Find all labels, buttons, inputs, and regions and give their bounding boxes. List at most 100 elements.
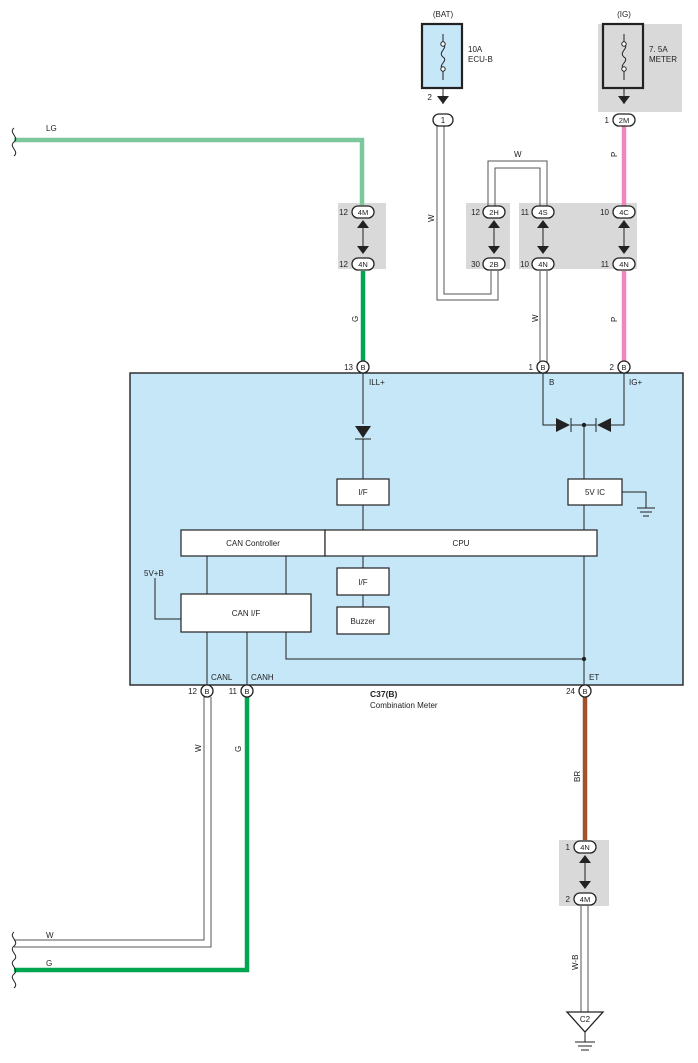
block-buzzer-label: Buzzer <box>351 617 376 626</box>
connector-ig-pin: 1 <box>605 116 610 125</box>
wire-label-p-top: P <box>610 152 619 157</box>
block-can-if-label: CAN I/F <box>232 609 261 618</box>
meter-internal-lines <box>154 373 655 685</box>
meter-pin-canh-num: 11 <box>229 687 238 696</box>
j5-bot-pin: 2 <box>566 895 571 904</box>
fuse-ecu-b: (BAT) 10A ECU-B <box>420 10 493 90</box>
j5-top-conn: 4N <box>580 843 590 852</box>
junction-j3: 4S 11 4N 10 <box>520 205 555 271</box>
junction-j2: 2H 12 2B 30 <box>471 205 506 271</box>
meter-pin-et-num: 24 <box>566 687 575 696</box>
j3-bot-conn: 4N <box>538 260 548 269</box>
j2-bot-conn: 2B <box>489 260 498 269</box>
meter-pin-canh-conn: B <box>244 687 249 696</box>
connector-ig-label: 2M <box>619 116 629 125</box>
wire-label-br: BR <box>573 771 582 782</box>
meter-pin-ill-conn: B <box>360 363 365 372</box>
wire-break-lg <box>11 127 17 157</box>
ground-label: C2 <box>580 1015 591 1024</box>
wire-break-w <box>11 931 17 961</box>
wire-label-g-out: G <box>46 959 52 968</box>
block-5v-ic-label: 5V IC <box>585 488 605 497</box>
meter-name: Combination Meter <box>370 701 438 710</box>
j2-top-pin: 12 <box>471 208 480 217</box>
meter-pin-b-conn: B <box>540 363 545 372</box>
meter-pin-ill-label: ILL+ <box>369 378 385 387</box>
j4-top-conn: 4C <box>619 208 629 217</box>
meter-pin-ill-num: 13 <box>344 363 353 372</box>
fuse-bat-source-label: (BAT) <box>433 10 454 19</box>
wire-label-w-mid: W <box>531 314 540 322</box>
meter-pin-b-num: 1 <box>529 363 534 372</box>
block-if-mid-label: I/F <box>358 578 367 587</box>
label-5v-b: 5V+B <box>144 569 164 578</box>
wire-label-g-top: G <box>351 316 360 322</box>
block-cpu: CPU <box>324 529 598 557</box>
meter-pin-ig-conn: B <box>621 363 626 372</box>
j2-top-conn: 2H <box>489 208 499 217</box>
meter-pin-canl: B 12 CANL <box>188 673 233 698</box>
block-cpu-label: CPU <box>453 539 470 548</box>
meter-code: C37(B) <box>370 689 398 699</box>
j1-top-conn: 4M <box>358 208 368 217</box>
wire-label-lg: LG <box>46 124 57 133</box>
block-can-controller: CAN Controller <box>180 529 326 557</box>
block-if-mid: I/F <box>336 567 390 596</box>
wire-w-bottom <box>14 697 212 948</box>
block-if-top: I/F <box>336 478 390 506</box>
wire-label-w-top: W <box>514 150 522 159</box>
j5-top-pin: 1 <box>566 843 571 852</box>
meter-pin-ig-num: 2 <box>610 363 615 372</box>
junction-j5: 4N 1 4M 2 <box>566 840 597 906</box>
meter-pin-ig-label: IG+ <box>629 378 642 387</box>
block-if-top-label: I/F <box>358 488 367 497</box>
wire-w-bat <box>436 126 499 301</box>
meter-pin-et: B 24 ET <box>566 673 599 698</box>
wire-lg <box>14 137 365 205</box>
j1-bot-conn: 4N <box>358 260 368 269</box>
block-can-controller-label: CAN Controller <box>226 539 280 548</box>
junction-j1: 4M 12 4N 12 <box>339 205 375 271</box>
wire-w-mid <box>539 271 548 362</box>
fuse-bat-rating: 10A <box>468 45 483 54</box>
wire-w-b <box>580 906 589 1012</box>
meter-pin-canh-label: CANH <box>251 673 274 682</box>
j3-top-conn: 4S <box>538 208 547 217</box>
meter-pin-canl-num: 12 <box>188 687 197 696</box>
meter-pin-canl-conn: B <box>204 687 209 696</box>
wire-label-p-bot: P <box>610 317 619 322</box>
junction-j4: 4C 10 4N 11 <box>600 205 636 271</box>
wire-label-w-b: W-B <box>571 955 580 970</box>
j2-bot-pin: 30 <box>471 260 480 269</box>
wire-label-w-out: W <box>46 931 54 940</box>
j5-bot-conn: 4M <box>580 895 590 904</box>
j4-bot-conn: 4N <box>619 260 629 269</box>
fuse-ig-name: METER <box>649 55 677 64</box>
wire-label-g-bottom: G <box>234 746 243 752</box>
j3-top-pin: 11 <box>521 208 530 217</box>
connector-ig-2m: 2M 1 <box>605 88 636 127</box>
fuse-ig-source-label: (IG) <box>617 10 631 19</box>
ig-diode-icon <box>597 418 611 432</box>
wire-label-w-bottom: W <box>194 744 203 752</box>
meter-pin-ill: B 13 ILL+ <box>344 360 385 387</box>
ill-diode-icon <box>355 426 371 438</box>
b-diode-icon <box>556 418 570 432</box>
combination-meter-body <box>129 372 684 686</box>
j1-top-pin: 12 <box>339 208 348 217</box>
j3-bot-pin: 10 <box>520 260 529 269</box>
wire-label-w-bat: W <box>427 214 436 222</box>
j4-top-pin: 10 <box>600 208 609 217</box>
j4-bot-pin: 11 <box>601 260 610 269</box>
connector-bat-1: 1 2 <box>428 88 454 127</box>
fuse-ig-rating: 7. 5A <box>649 45 668 54</box>
fuse-meter: (IG) 7. 5A METER <box>598 10 682 112</box>
connector-bat-pin: 2 <box>428 93 433 102</box>
meter-pin-ig: B 2 IG+ <box>610 360 642 387</box>
meter-pin-et-label: ET <box>589 673 599 682</box>
block-buzzer: Buzzer <box>336 606 390 635</box>
wire-break-g <box>11 959 17 989</box>
ground-c2: C2 <box>565 1011 605 1051</box>
block-5v-ic: 5V IC <box>567 478 623 506</box>
